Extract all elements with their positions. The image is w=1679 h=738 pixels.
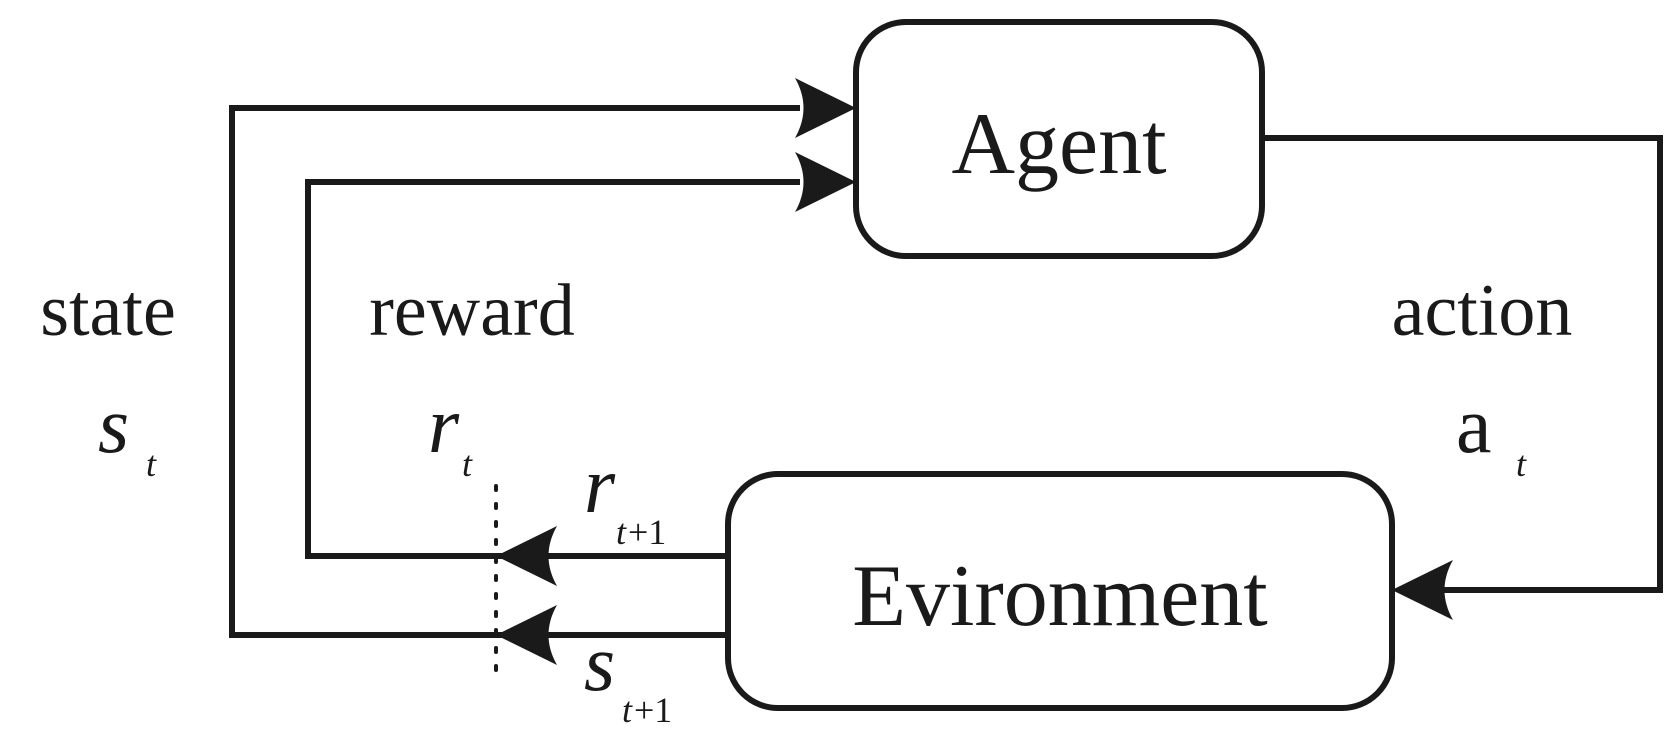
state-subscript: t: [146, 444, 157, 484]
state-label: state: [40, 270, 176, 352]
environment-box: [725, 471, 1395, 711]
reward-subscript: t: [462, 444, 473, 484]
reward-label: reward: [369, 270, 574, 352]
state-symbol: s: [98, 382, 129, 470]
next-reward-symbol: r: [584, 442, 616, 530]
environment-label: Evironment: [852, 548, 1267, 645]
action-subscript: t: [1516, 444, 1527, 484]
next-state-arrowhead: [496, 605, 557, 665]
next-reward-subscript-plus-one: +1: [628, 512, 666, 552]
state-arrowhead: [795, 78, 856, 138]
reward-arrowhead: [795, 152, 856, 212]
next-reward-arrowhead: [496, 526, 557, 586]
action-symbol: a: [1456, 382, 1492, 470]
reward-symbol: r: [428, 382, 460, 470]
reward-loop-line: [305, 179, 800, 559]
next-state-subscript-t: t: [622, 690, 633, 730]
next-state-subscript-plus-one: +1: [634, 690, 672, 730]
next-reward-subscript-t: t: [616, 512, 627, 552]
action-arrowhead: [1392, 560, 1453, 620]
state-loop-line: [229, 105, 800, 638]
next-state-symbol: s: [584, 620, 615, 708]
action-line: [1262, 135, 1663, 593]
agent-label: Agent: [951, 96, 1166, 193]
action-label: action: [1392, 270, 1573, 352]
agent-box: [853, 19, 1265, 259]
